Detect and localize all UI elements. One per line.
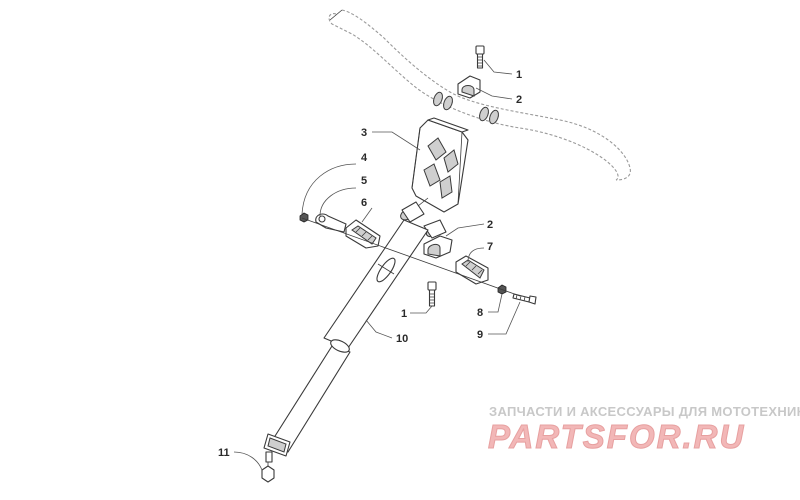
callout-3-riser: 3 (361, 127, 367, 139)
callout-8-nut: 8 (477, 307, 483, 319)
steering-post-top (400, 197, 447, 239)
riser-block (411, 117, 469, 213)
steering-column-tube (269, 219, 429, 453)
bottom-nut (261, 462, 275, 483)
handlebar-clamp-rings (433, 91, 499, 125)
watermark-subtitle: ЗАПЧАСТИ И АКСЕССУАРЫ ДЛЯ МОТОТЕХНИКИ (489, 404, 800, 419)
callout-4-nut: 4 (361, 152, 368, 164)
callout-5-link: 5 (361, 175, 367, 187)
callout-2-lower-clamp: 2 (487, 219, 493, 231)
callout-11-nut: 11 (218, 447, 230, 459)
lower-clamp-cap (423, 235, 453, 259)
callout-9-bolt: 9 (477, 329, 483, 341)
small-nut (299, 212, 309, 223)
handlebar-outline (328, 9, 631, 181)
callout-10-tube: 10 (396, 333, 408, 345)
callout-1-lower-bolt: 1 (401, 308, 407, 320)
column-bottom-fitting (263, 433, 291, 463)
callout-2-upper-clamp: 2 (516, 94, 522, 106)
upper-clamp-cap (457, 75, 481, 99)
callout-1-top-bolt: 1 (516, 69, 522, 81)
steering-arm-left (345, 219, 381, 249)
leader-lines (233, 59, 521, 471)
side-bolt (512, 293, 537, 305)
lower-bolt (427, 281, 437, 307)
steering-arm-right (455, 255, 489, 285)
assembly-axis-line (301, 217, 521, 297)
callout-labels: 1 2 3 4 5 6 2 7 1 8 9 10 11 (218, 69, 522, 459)
tie-rod-link (315, 213, 347, 233)
top-bolt (475, 45, 485, 69)
callout-7-arm: 7 (487, 241, 493, 253)
watermark-logo: PARTSFOR.RU (487, 418, 746, 456)
callout-6-arm: 6 (361, 197, 367, 209)
